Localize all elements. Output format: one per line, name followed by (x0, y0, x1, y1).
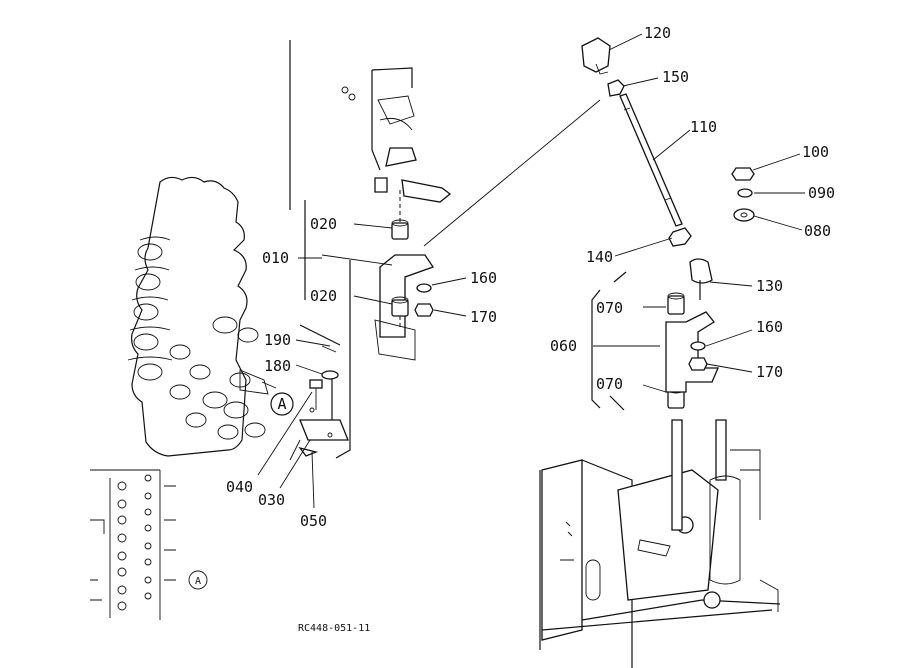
detail-marker-label: A (277, 395, 286, 413)
label-020-upper: 020 (310, 215, 337, 233)
label-020-lower: 020 (310, 287, 337, 305)
label-130: 130 (756, 277, 783, 295)
label-110: 110 (690, 118, 717, 136)
label-170-left: 170 (470, 308, 497, 326)
drawing-code: RC448-051-11 (298, 623, 370, 634)
label-070-lower: 070 (596, 375, 623, 393)
leader-lines (257, 33, 805, 509)
detail-marker-inset: A (188, 570, 208, 590)
label-080: 080 (804, 222, 831, 240)
label-160-right: 160 (756, 318, 783, 336)
detail-marker-inset-label: A (195, 576, 201, 587)
label-030: 030 (258, 491, 285, 509)
label-060: 060 (550, 337, 577, 355)
label-190: 190 (264, 331, 291, 349)
control-valve-assembly (127, 176, 277, 457)
label-090: 090 (808, 184, 835, 202)
label-160-left: 160 (470, 269, 497, 287)
label-100: 100 (802, 143, 829, 161)
part-labels: 120 150 110 100 090 080 140 130 070 060 … (226, 24, 835, 530)
label-050: 050 (300, 512, 327, 530)
label-140: 140 (586, 248, 613, 266)
label-120: 120 (644, 24, 671, 42)
label-010: 010 (262, 249, 289, 267)
left-lever-assembly (289, 40, 452, 461)
label-170-right: 170 (756, 363, 783, 381)
label-150: 150 (662, 68, 689, 86)
detail-marker-main: A (270, 392, 294, 416)
right-linkage-assembly (539, 37, 781, 668)
detail-inset (90, 469, 176, 620)
label-070-upper: 070 (596, 299, 623, 317)
label-040: 040 (226, 478, 253, 496)
label-180: 180 (264, 357, 291, 375)
